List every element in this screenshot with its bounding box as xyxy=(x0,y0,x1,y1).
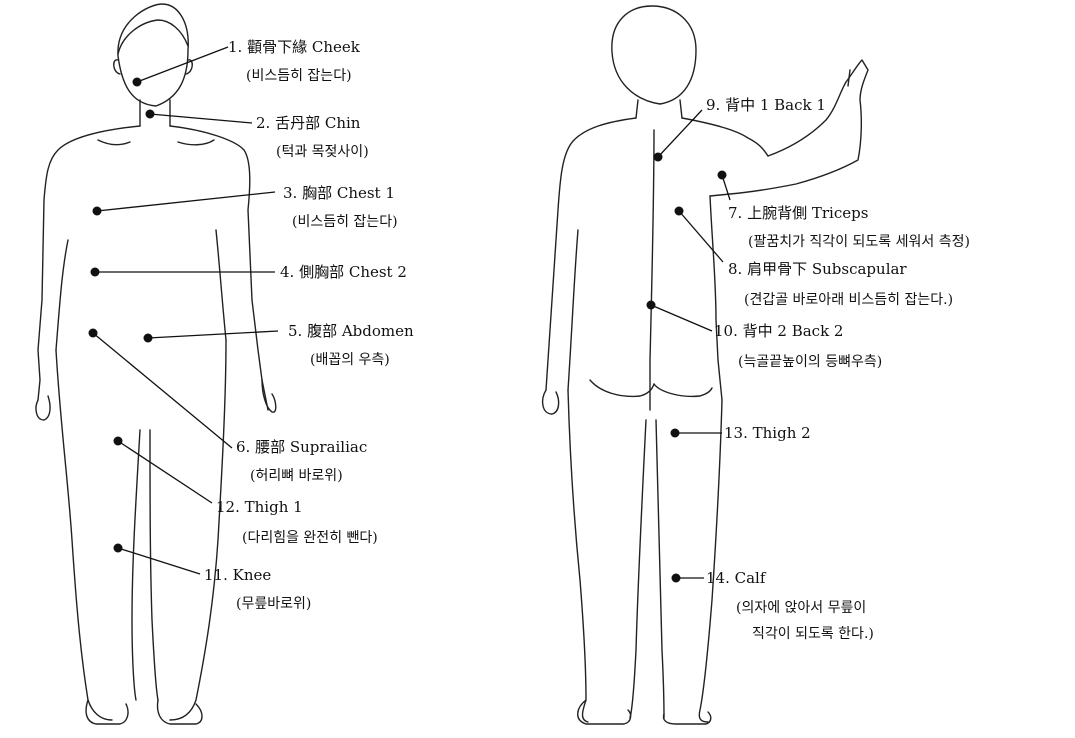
label-suprailiac: 6. 腰部 Suprailiac xyxy=(236,438,367,456)
label-cheek: 1. 顴骨下緣 Cheek xyxy=(228,38,361,56)
dot-abdomen xyxy=(144,334,153,343)
label-chest1: 3. 胸部 Chest 1 xyxy=(283,184,395,202)
label-thigh1: 12. Thigh 1 xyxy=(216,498,303,516)
leader-thigh1 xyxy=(118,441,212,503)
leader-chin xyxy=(150,114,252,123)
label-chest2: 4. 側胸部 Chest 2 xyxy=(280,263,407,281)
note-chin: (턱과 목젖사이) xyxy=(276,144,369,160)
leader-knee xyxy=(118,548,200,574)
label-subscapular: 8. 肩甲骨下 Subscapular xyxy=(728,260,907,278)
note-thigh1: (다리힘을 완전히 뺀다) xyxy=(242,530,378,546)
dot-chest2 xyxy=(91,268,100,277)
label-back1: 9. 背中 1 Back 1 xyxy=(706,96,826,114)
label-abdomen: 5. 腹部 Abdomen xyxy=(288,322,414,340)
note-abdomen: (배꼽의 우측) xyxy=(310,352,390,368)
leader-cheek xyxy=(137,47,228,82)
note-knee: (무릎바로위) xyxy=(236,596,311,612)
label-triceps: 7. 上腕背側 Triceps xyxy=(728,204,868,222)
leader-lines xyxy=(93,47,730,578)
note-chest1: (비스듬히 잡는다) xyxy=(292,214,398,230)
dot-suprailiac xyxy=(89,329,98,338)
dot-thigh2 xyxy=(671,429,680,438)
dot-chest1 xyxy=(93,207,102,216)
dot-triceps xyxy=(718,171,727,180)
leader-back2 xyxy=(651,305,712,331)
note-calf-line1: (의자에 앉아서 무릎이 xyxy=(736,600,866,616)
note-suprailiac: (허리뼈 바로위) xyxy=(250,468,343,484)
note-triceps: (팔꿈치가 직각이 되도록 세워서 측정) xyxy=(748,234,970,250)
leader-back1 xyxy=(658,110,702,157)
note-cheek: (비스듬히 잡는다) xyxy=(246,68,352,84)
leader-abdomen xyxy=(148,331,278,338)
site-labels: 1. 顴骨下緣 Cheek (비스듬히 잡는다) 2. 舌丹部 Chin (턱과… xyxy=(204,38,970,642)
note-back2: (늑골끝높이의 등뼈우측) xyxy=(738,354,882,370)
label-chin: 2. 舌丹部 Chin xyxy=(256,114,361,132)
note-calf-line2: 직각이 되도록 한다.) xyxy=(752,626,874,642)
label-knee: 11. Knee xyxy=(204,566,271,584)
dot-back1 xyxy=(654,153,663,162)
dot-calf xyxy=(672,574,681,583)
label-thigh2: 13. Thigh 2 xyxy=(724,424,811,442)
front-body-outline xyxy=(36,4,276,724)
dot-cheek xyxy=(133,78,142,87)
leader-subscapular xyxy=(679,211,723,262)
dot-chin xyxy=(146,110,155,119)
dot-thigh1 xyxy=(114,437,123,446)
dot-subscapular xyxy=(675,207,684,216)
dot-knee xyxy=(114,544,123,553)
label-calf: 14. Calf xyxy=(706,569,767,587)
leader-suprailiac xyxy=(93,333,232,448)
note-subscapular: (견갑골 바로아래 비스듬히 잡는다.) xyxy=(744,292,953,308)
dot-back2 xyxy=(647,301,656,310)
label-back2: 10. 背中 2 Back 2 xyxy=(714,322,843,340)
